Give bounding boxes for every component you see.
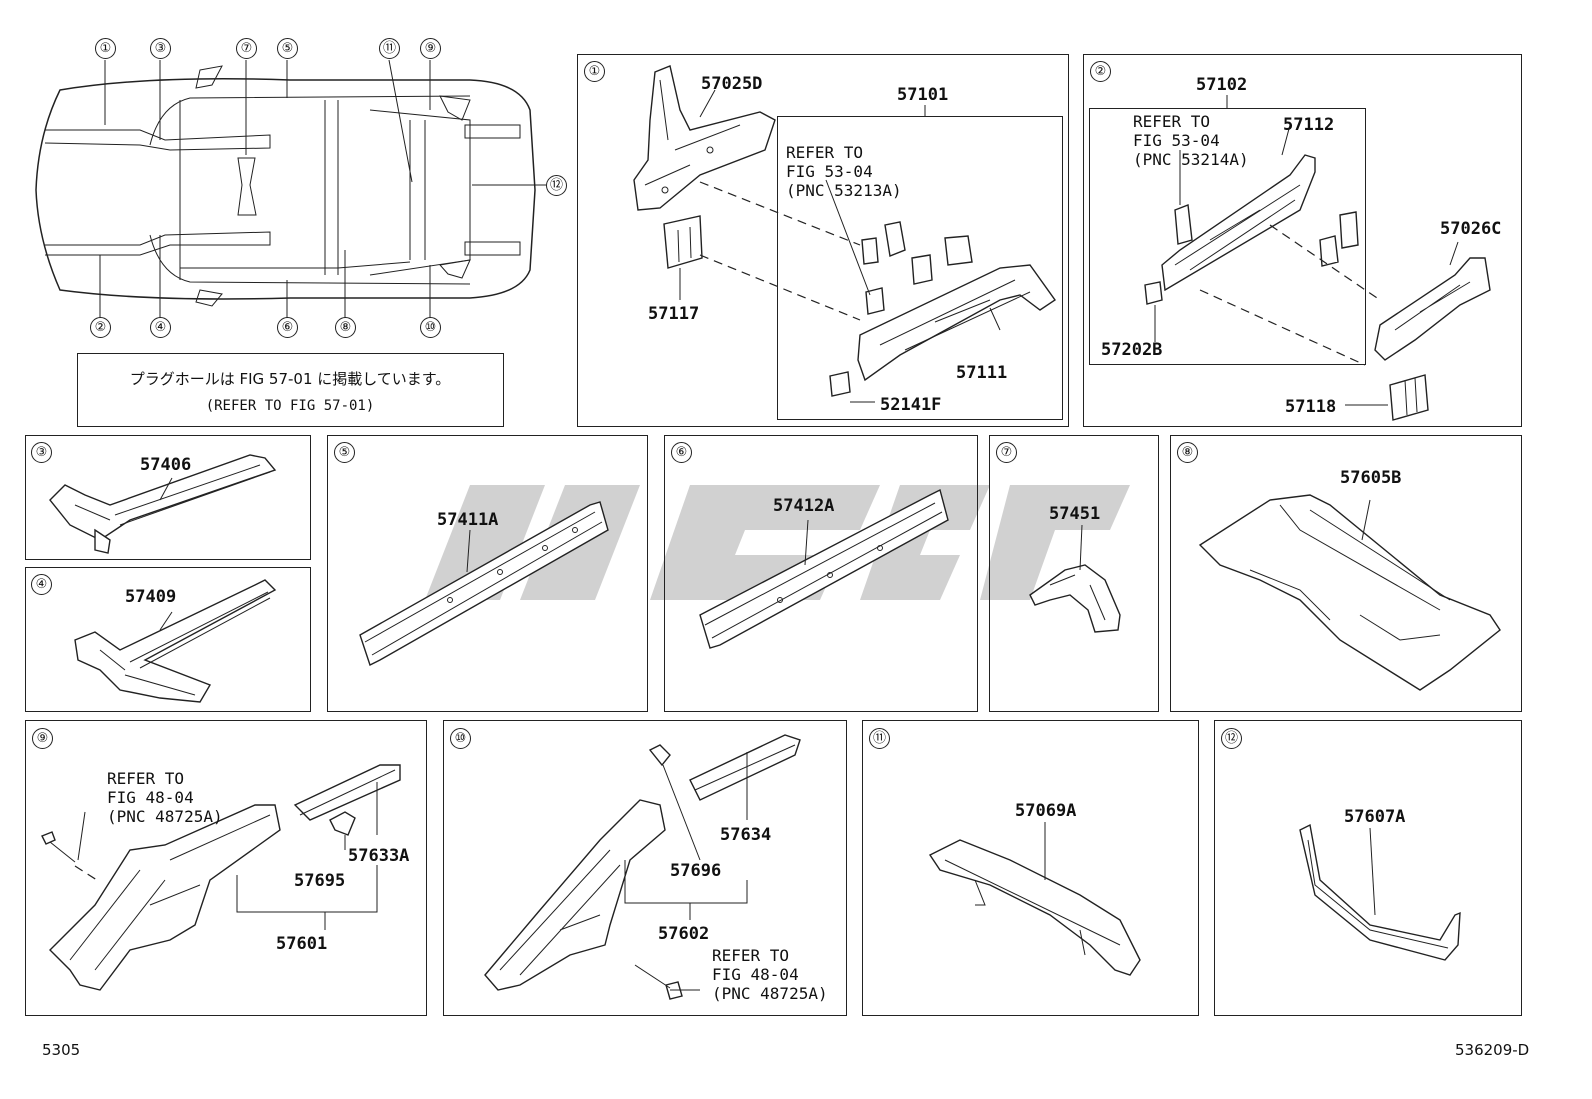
panel-2-subassembly-box [1089, 108, 1366, 365]
panel-6-number: ⑥ [671, 442, 692, 463]
panel-1-subassembly-box [777, 116, 1063, 420]
panel-11-drawing [928, 822, 1141, 976]
panel-3 [25, 435, 311, 560]
overview-callout-9[interactable]: ⑨ [420, 38, 441, 59]
part-57696[interactable]: 57696 [670, 861, 722, 881]
part-57406[interactable]: 57406 [140, 455, 192, 475]
part-57634[interactable]: 57634 [720, 825, 772, 845]
overview-callout-6[interactable]: ⑥ [277, 317, 298, 338]
panel-2 [1083, 54, 1522, 427]
panel-12-number: ⑫ [1221, 728, 1242, 749]
overview-callout-3[interactable]: ③ [150, 38, 171, 59]
panel-2-refer-note: REFER TO FIG 53-04 (PNC 53214A) [1133, 112, 1249, 169]
panel-7-number: ⑦ [996, 442, 1017, 463]
overview-callout-5[interactable]: ⑤ [277, 38, 298, 59]
panel-4-drawing [74, 579, 277, 703]
overview-callout-11[interactable]: ⑪ [379, 38, 400, 59]
panel-9-number: ⑨ [32, 728, 53, 749]
panel-12 [1214, 720, 1522, 1016]
part-57112[interactable]: 57112 [1283, 115, 1335, 135]
panel-9-drawing [41, 764, 401, 991]
part-57101[interactable]: 57101 [897, 85, 949, 105]
overview-callout-8[interactable]: ⑧ [335, 317, 356, 338]
panel-8-number: ⑧ [1177, 442, 1198, 463]
part-57102[interactable]: 57102 [1196, 75, 1248, 95]
reference-note-box [77, 353, 504, 427]
part-57633A[interactable]: 57633A [348, 846, 410, 866]
panel-7-drawing [1029, 524, 1121, 633]
panel-1-drawing [633, 65, 1056, 403]
part-57607A[interactable]: 57607A [1344, 807, 1406, 827]
vehicle-underbody-overview [35, 59, 546, 318]
panel-9 [25, 720, 427, 1016]
panel-6 [664, 435, 978, 712]
panel-1-refer-note: REFER TO FIG 53-04 (PNC 53213A) [786, 143, 902, 200]
panel-5 [327, 435, 648, 712]
panel-10-refer-note: REFER TO FIG 48-04 (PNC 48725A) [712, 946, 828, 1003]
part-57695[interactable]: 57695 [294, 871, 346, 891]
overview-callout-2[interactable]: ② [90, 317, 111, 338]
panel-10 [443, 720, 847, 1016]
part-57412A[interactable]: 57412A [773, 496, 835, 516]
footer-figure-id: 536209-D [1455, 1041, 1530, 1059]
panel-3-number: ③ [31, 442, 52, 463]
overview-callout-4[interactable]: ④ [150, 317, 171, 338]
overview-callout-12[interactable]: ⑫ [546, 175, 567, 196]
panel-4-number: ④ [31, 574, 52, 595]
part-57409[interactable]: 57409 [125, 587, 177, 607]
panel-2-drawing [1144, 95, 1491, 421]
panel-5-drawing [359, 501, 609, 666]
part-57118[interactable]: 57118 [1285, 397, 1337, 417]
part-57111[interactable]: 57111 [956, 363, 1008, 383]
panel-2-number: ② [1090, 61, 1111, 82]
panel-4 [25, 567, 311, 712]
part-57117[interactable]: 57117 [648, 304, 700, 324]
part-57601[interactable]: 57601 [276, 934, 328, 954]
panel-1 [577, 54, 1069, 427]
panel-6-drawing [699, 488, 949, 649]
panel-1-number: ① [584, 61, 605, 82]
panel-7 [989, 435, 1159, 712]
reference-note-jp: プラグホールは FIG 57-01 に掲載しています。 [129, 370, 451, 388]
panel-12-drawing [1299, 823, 1461, 961]
panel-11 [862, 720, 1199, 1016]
panel-9-refer-note: REFER TO FIG 48-04 (PNC 48725A) [107, 769, 223, 826]
panel-10-drawing [484, 734, 801, 1000]
part-57411A[interactable]: 57411A [437, 510, 499, 530]
panel-3-drawing [49, 454, 277, 554]
part-57025D[interactable]: 57025D [701, 74, 763, 94]
overview-callout-1[interactable]: ① [95, 38, 116, 59]
overview-callout-7[interactable]: ⑦ [236, 38, 257, 59]
panel-5-number: ⑤ [334, 442, 355, 463]
panel-8 [1170, 435, 1522, 712]
reference-note-en: (REFER TO FIG 57-01) [205, 398, 375, 414]
part-57602[interactable]: 57602 [658, 924, 710, 944]
part-57069A[interactable]: 57069A [1015, 801, 1077, 821]
overview-callout-10[interactable]: ⑩ [420, 317, 441, 338]
panel-11-number: ⑪ [869, 728, 890, 749]
part-57026C[interactable]: 57026C [1440, 219, 1502, 239]
part-57451[interactable]: 57451 [1049, 504, 1101, 524]
panel-10-number: ⑩ [450, 728, 471, 749]
panel-8-drawing [1198, 494, 1501, 691]
part-57605B[interactable]: 57605B [1340, 468, 1402, 488]
part-57202B[interactable]: 57202B [1101, 340, 1163, 360]
footer-page-code: 5305 [42, 1041, 81, 1059]
part-52141F[interactable]: 52141F [880, 395, 942, 415]
